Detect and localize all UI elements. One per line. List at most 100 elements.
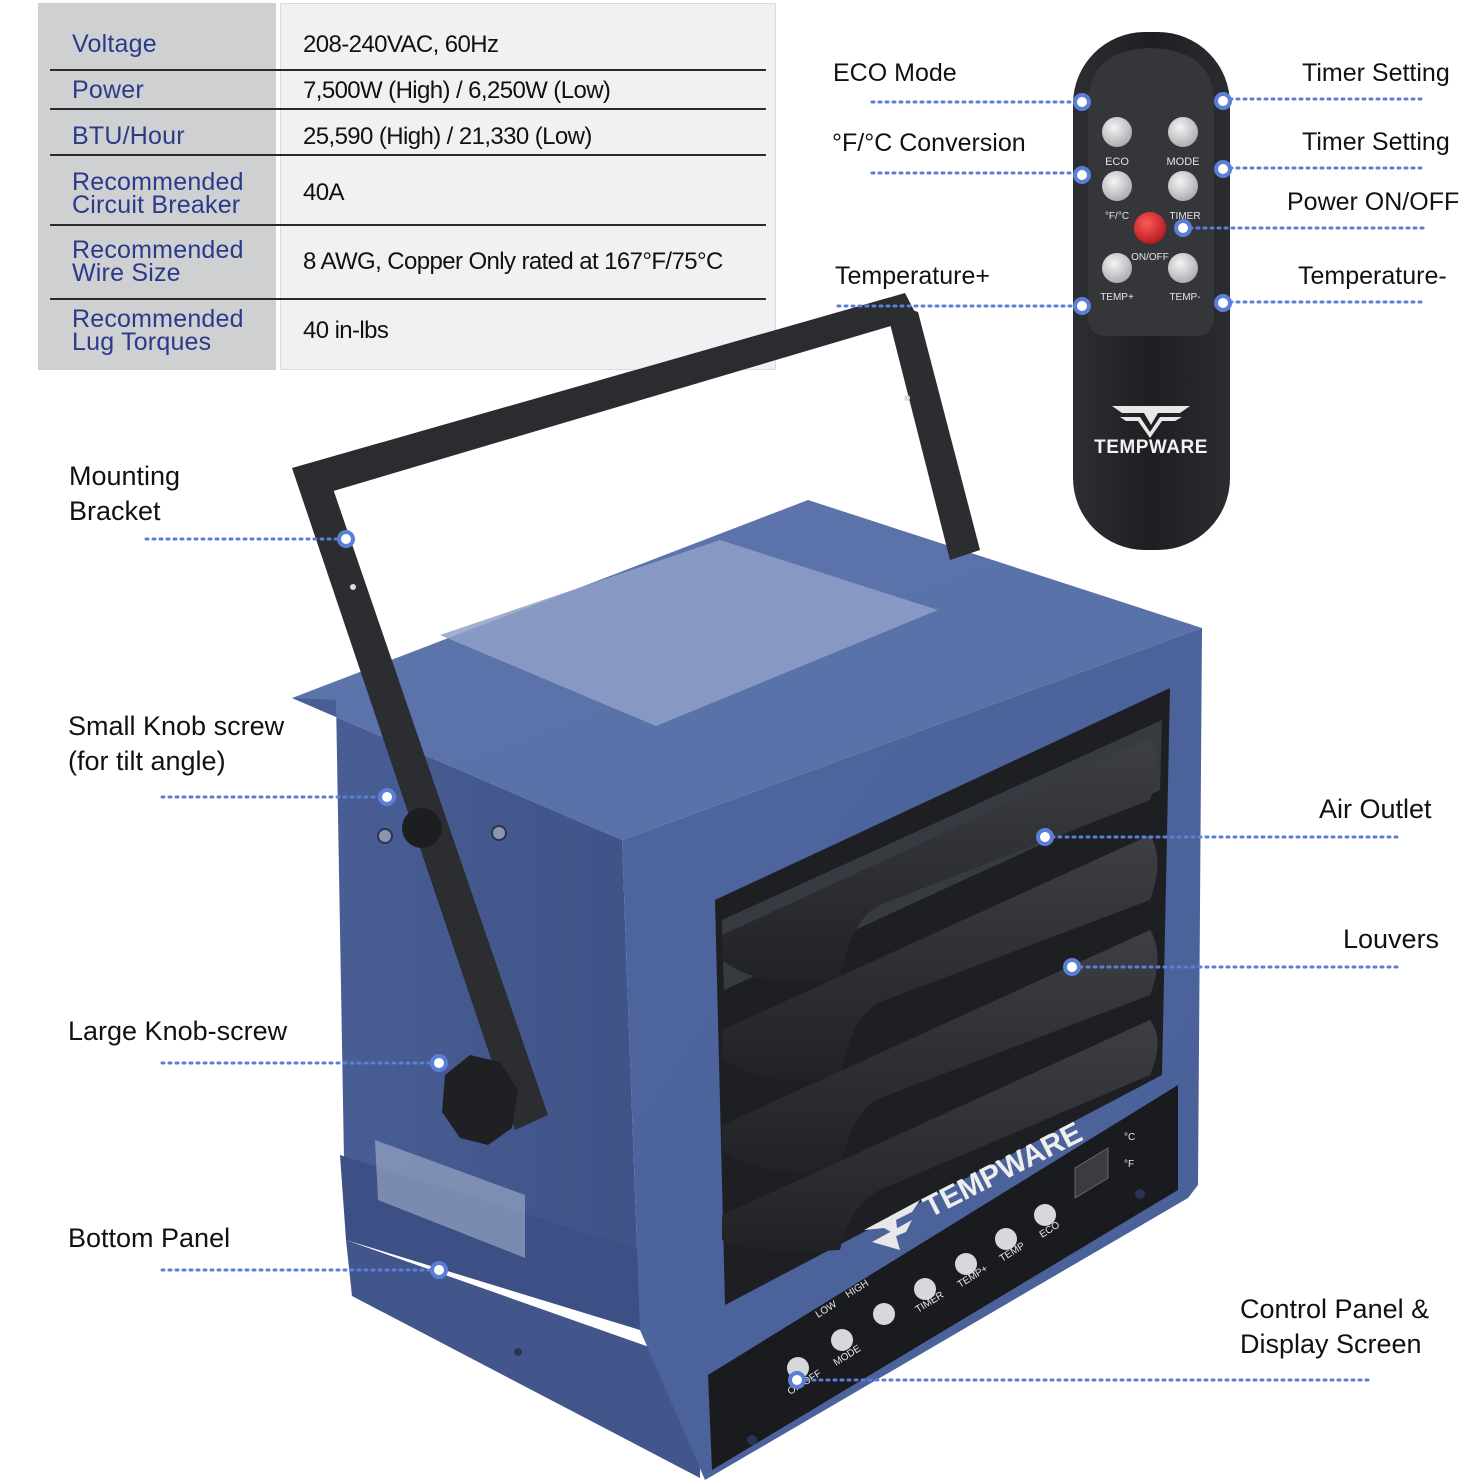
panel-label-celsius: °C [1124, 1132, 1135, 1143]
callout-fc-conversion: °F/°C Conversion [832, 129, 1026, 157]
spec-value-column [280, 3, 776, 370]
base-screw-2 [747, 1435, 757, 1445]
bracket-top-bar [292, 293, 918, 492]
spec-divider [50, 154, 766, 156]
panel-high-button [873, 1303, 895, 1325]
remote-brand: TEMPWARE [1094, 437, 1208, 458]
dot-small-knob [378, 788, 396, 806]
remote-power-button [1134, 212, 1166, 244]
callout-mounting-line1: Mounting [69, 461, 181, 491]
dot-control-panel [788, 1371, 806, 1389]
callout-temperature-plus: Temperature+ [835, 262, 990, 290]
remote-temp-minus-button [1168, 253, 1198, 283]
callout-control-panel-line2: Display Screen [1240, 1329, 1422, 1359]
top-info-sticker [440, 540, 938, 726]
remote-mode-button [1168, 117, 1198, 147]
bracket-hole [350, 584, 356, 590]
panel-eco-button [1034, 1204, 1056, 1226]
remote-label-onoff: ON/OFF [1131, 252, 1169, 263]
small-knob-screw [402, 808, 442, 848]
spec-divider [50, 224, 766, 226]
spec-label-lug-line2: Lug Torques [72, 328, 212, 356]
dot-eco [1073, 93, 1091, 111]
bracket-hole [904, 395, 910, 401]
large-knob-screw [442, 1055, 518, 1145]
control-panel [708, 1085, 1178, 1470]
louver-2 [722, 835, 1158, 1081]
callout-air-outlet: Air Outlet [1319, 794, 1432, 824]
side-screw-1 [377, 828, 393, 844]
remote-timer-button [1168, 171, 1198, 201]
remote-eco-button [1102, 117, 1132, 147]
remote-control: ECO MODE °F/°C TIMER ON/OFF TEMP+ TEMP- … [1073, 32, 1230, 550]
spec-divider [50, 298, 766, 300]
dot-timer-2 [1214, 160, 1232, 178]
side-warning-label [375, 1140, 525, 1258]
dot-power [1174, 219, 1192, 237]
spec-label-wire-line2: Wire Size [72, 259, 181, 287]
spec-value-breaker: 40A [303, 179, 345, 206]
bracket-left-arm [292, 468, 548, 1130]
mounting-bracket [292, 293, 980, 1145]
callout-small-knob-line1: Small Knob screw [68, 711, 285, 741]
callout-mounting-line2: Bracket [69, 496, 161, 526]
panel-temp-minus-button [995, 1228, 1017, 1250]
callout-eco-mode: ECO Mode [833, 59, 957, 87]
dot-air-outlet [1036, 828, 1054, 846]
dot-large-knob [430, 1054, 448, 1072]
remote-label-mode: MODE [1167, 156, 1200, 168]
remote-fc-button [1102, 171, 1132, 201]
callout-power-onoff: Power ON/OFF [1287, 188, 1460, 216]
spec-label-btu: BTU/Hour [72, 122, 185, 150]
spec-divider [50, 69, 766, 71]
spec-label-lug-line1: Recommended [72, 305, 244, 333]
remote-label-timer: TIMER [1169, 211, 1200, 222]
louver-1 [722, 738, 1158, 983]
panel-label-fahrenheit: °F [1124, 1159, 1134, 1170]
callout-large-knob: Large Knob-screw [68, 1016, 288, 1046]
callout-dots [337, 92, 1232, 1389]
spec-label-voltage: Voltage [72, 30, 157, 58]
spec-value-btu: 25,590 (High) / 21,330 (Low) [303, 123, 592, 150]
leader-lines [144, 97, 1427, 1382]
spec-label-breaker-line1: Recommended [72, 168, 244, 196]
heater-logo-icon [864, 1200, 920, 1250]
base-screw-3 [1135, 1189, 1145, 1199]
louver-3 [722, 930, 1158, 1173]
remote-label-eco: ECO [1105, 156, 1129, 168]
dot-temp-minus [1214, 294, 1232, 312]
louver-4 [722, 1020, 1158, 1252]
spec-value-wire: 8 AWG, Copper Only rated at 167°F/75°C [303, 248, 723, 275]
dot-bracket [337, 530, 355, 548]
remote-label-fc: °F/°C [1105, 211, 1129, 222]
heater-base-left [346, 1240, 700, 1478]
spec-value-power: 7,500W (High) / 6,250W (Low) [303, 77, 611, 104]
dot-fc [1073, 166, 1091, 184]
callout-temperature-minus: Temperature- [1298, 262, 1447, 290]
side-screw-2 [491, 825, 507, 841]
panel-timer-button [914, 1278, 936, 1300]
heater-unit: ON/OFF MODE LOW HIGH TIMER TEMP+ TEMP EC… [292, 500, 1202, 1480]
callout-louvers: Louvers [1343, 924, 1440, 954]
spec-value-voltage: 208-240VAC, 60Hz [303, 31, 499, 58]
remote-label-temp-minus: TEMP- [1169, 292, 1200, 303]
panel-temp-plus-button [955, 1253, 977, 1275]
spec-label-power: Power [72, 76, 144, 104]
dot-louvers [1063, 958, 1081, 976]
callout-control-panel-line1: Control Panel & [1240, 1294, 1430, 1324]
spec-label-breaker-line2: Circuit Breaker [72, 191, 241, 219]
spec-label-column [38, 3, 276, 370]
remote-label-temp-plus: TEMP+ [1100, 292, 1134, 303]
callout-timer-setting-1: Timer Setting [1302, 59, 1450, 87]
callout-timer-setting-2: Timer Setting [1302, 128, 1450, 156]
remote-temp-plus-button [1102, 253, 1132, 283]
callout-small-knob-line2: (for tilt angle) [68, 746, 226, 776]
remote-logo-icon [1112, 406, 1190, 438]
spec-label-wire-line1: Recommended [72, 236, 244, 264]
dot-bottom-panel [430, 1261, 448, 1279]
spec-table: Voltage 208-240VAC, 60Hz Power 7,500W (H… [38, 3, 776, 370]
spec-divider [50, 108, 766, 110]
bracket-right-arm [884, 300, 980, 560]
